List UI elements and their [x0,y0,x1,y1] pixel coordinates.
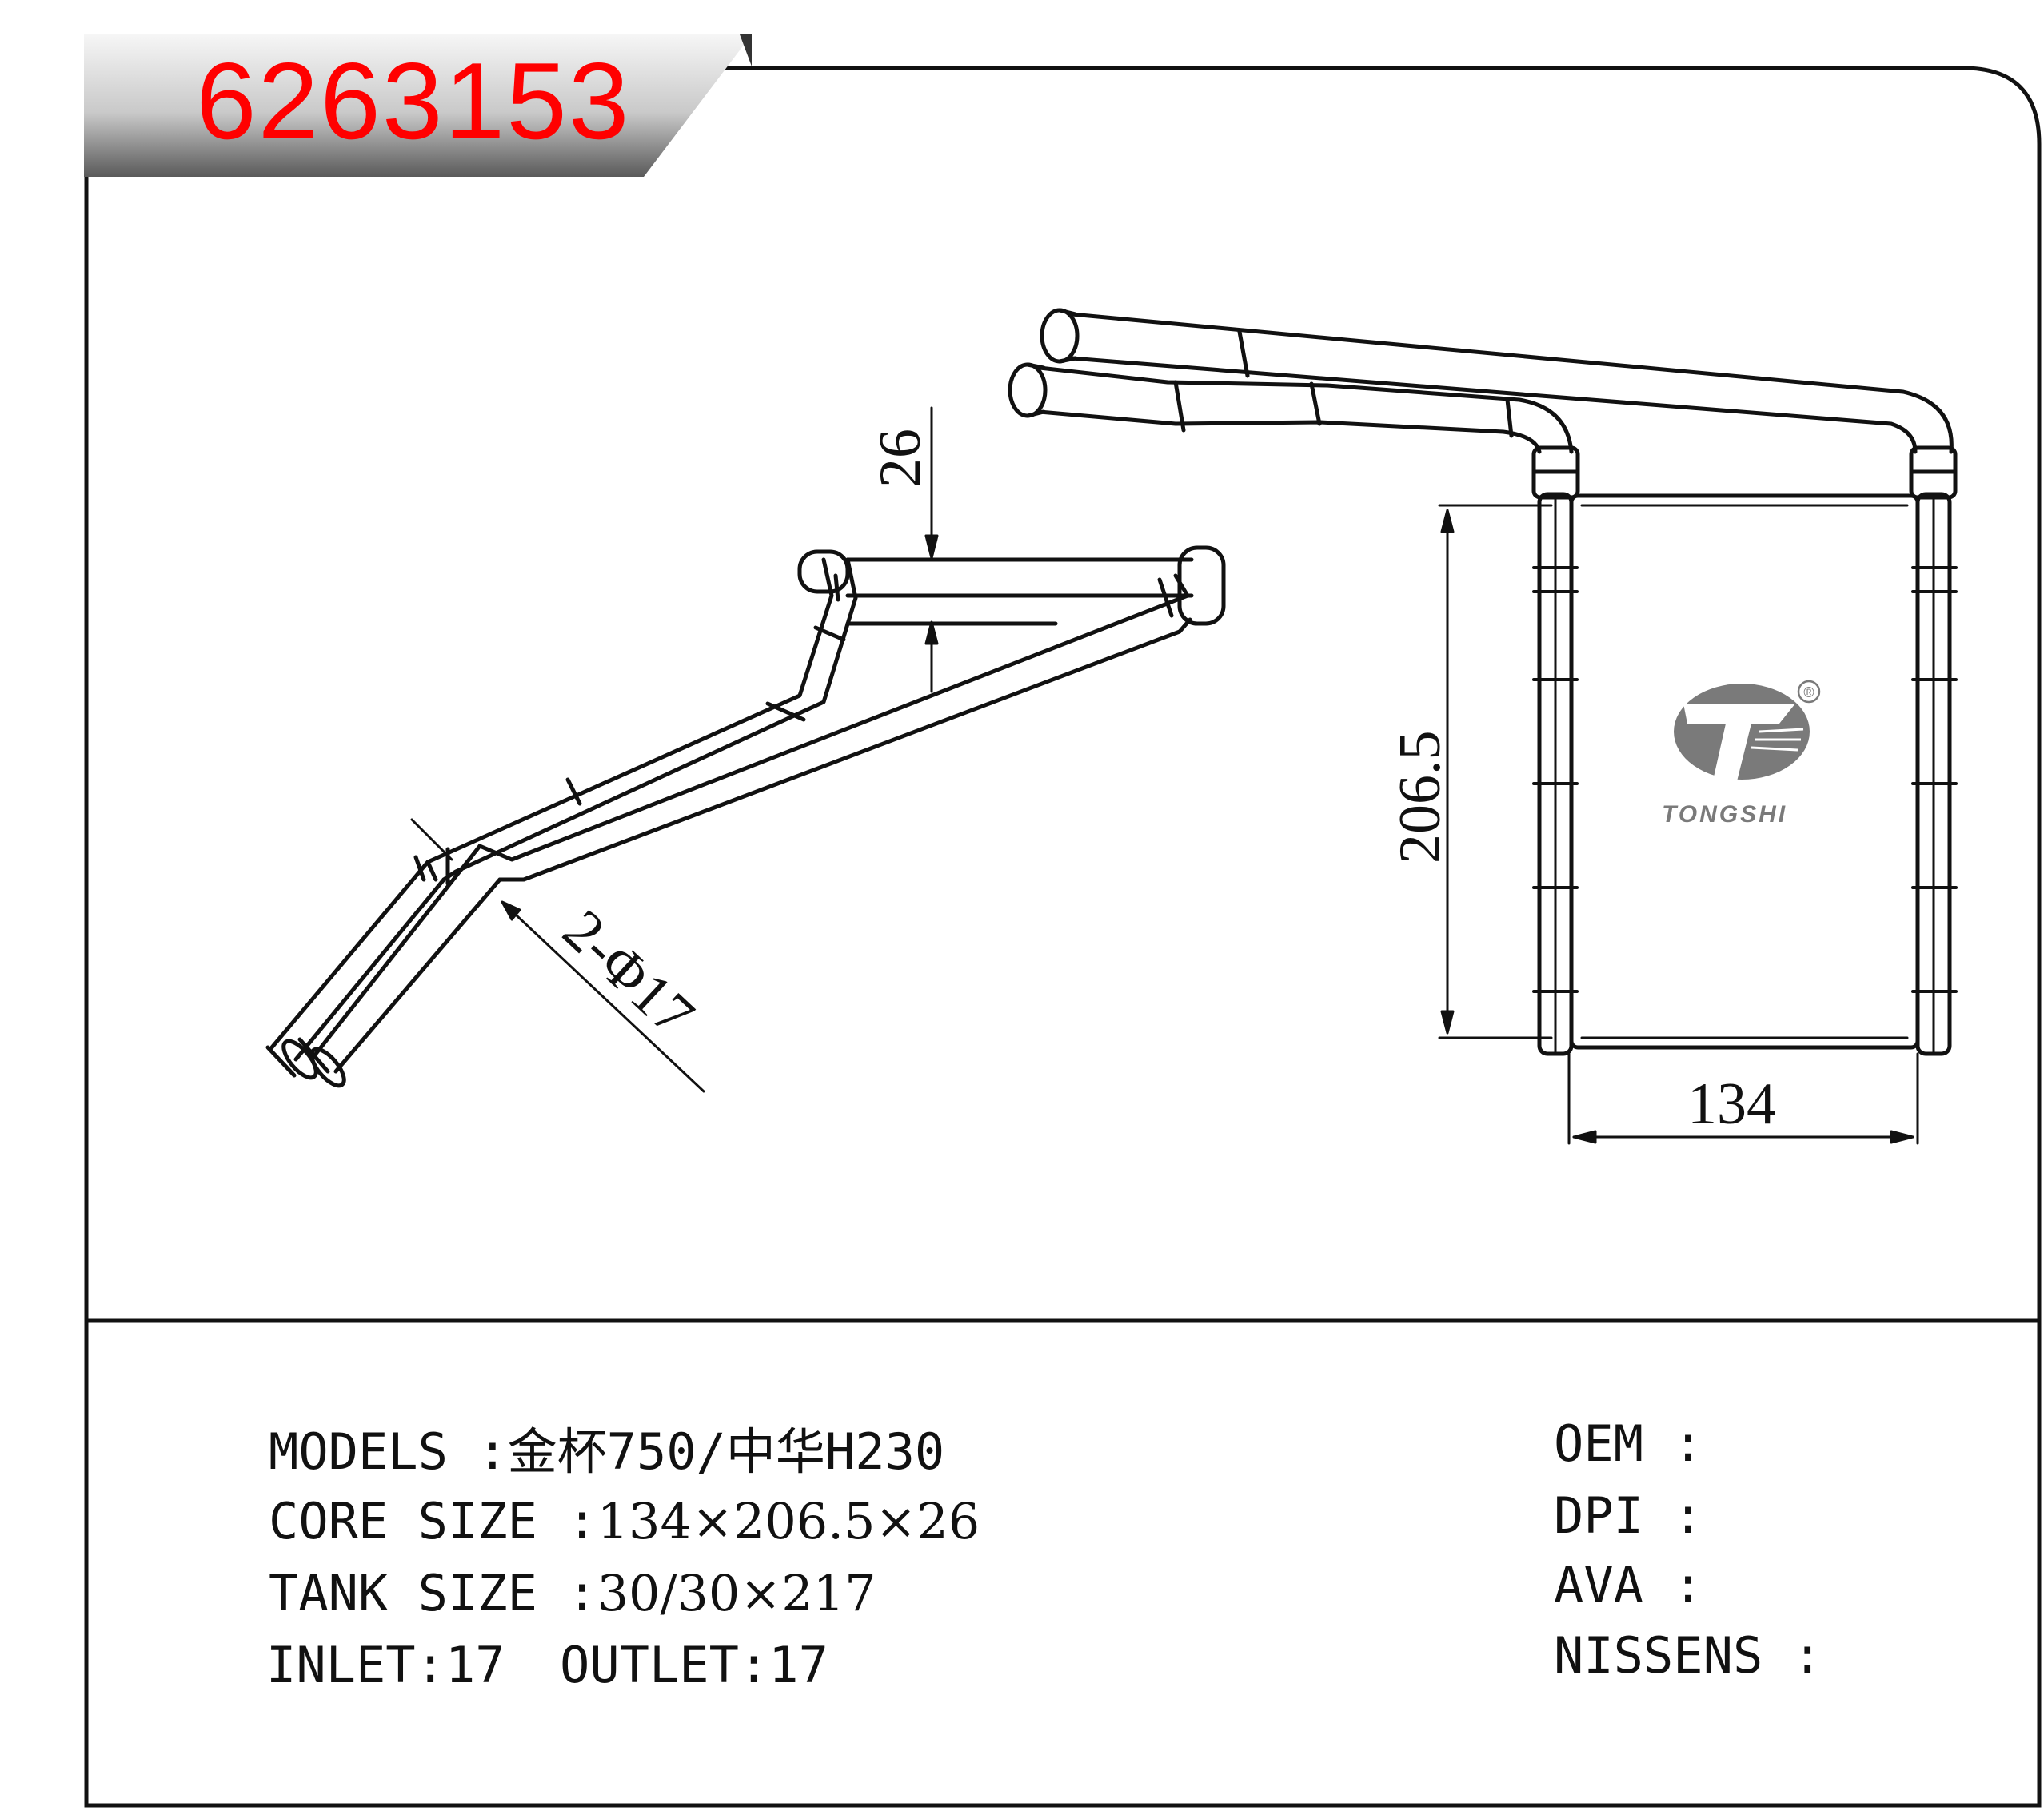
ref-oem: OEM : [1554,1414,1703,1473]
thickness-dimension [924,406,939,693]
pipe-diameter-dimension [410,818,705,1093]
height-dimension [1438,504,1553,1039]
spec-inlet: INLET:17 [266,1636,505,1694]
width-label: 134 [1687,1071,1776,1137]
technical-drawing: 26 206.5 134 2-Φ17 ® TONGSHI [265,308,1958,1145]
ref-nissens: NISSENS : [1554,1626,1822,1685]
part-number-banner [84,34,752,177]
part-number: 6263153 [196,40,631,162]
ref-ava: AVA : [1554,1556,1703,1614]
ref-dpi: DPI : [1554,1486,1703,1545]
width-dimension [1567,1052,1919,1145]
spec-core-size: CORE SIZE :134×206.5×26 [269,1492,980,1550]
front-view [1008,308,1958,1056]
spec-tank-size: TANK SIZE :30/30×217 [269,1564,876,1622]
height-label: 206.5 [1387,731,1453,864]
brand-name: TONGSHI [1662,801,1787,828]
thickness-label: 26 [868,429,933,488]
pipe-diameter-label: 2-Φ17 [550,897,706,1048]
spec-outlet: OUTLET:17 [560,1636,828,1694]
registered-mark: ® [1803,684,1814,700]
side-view [265,545,1226,1088]
spec-models: MODELS :金杯750/中华H230 [269,1422,945,1481]
tongshi-logo: ® TONGSHI [1662,680,1821,828]
